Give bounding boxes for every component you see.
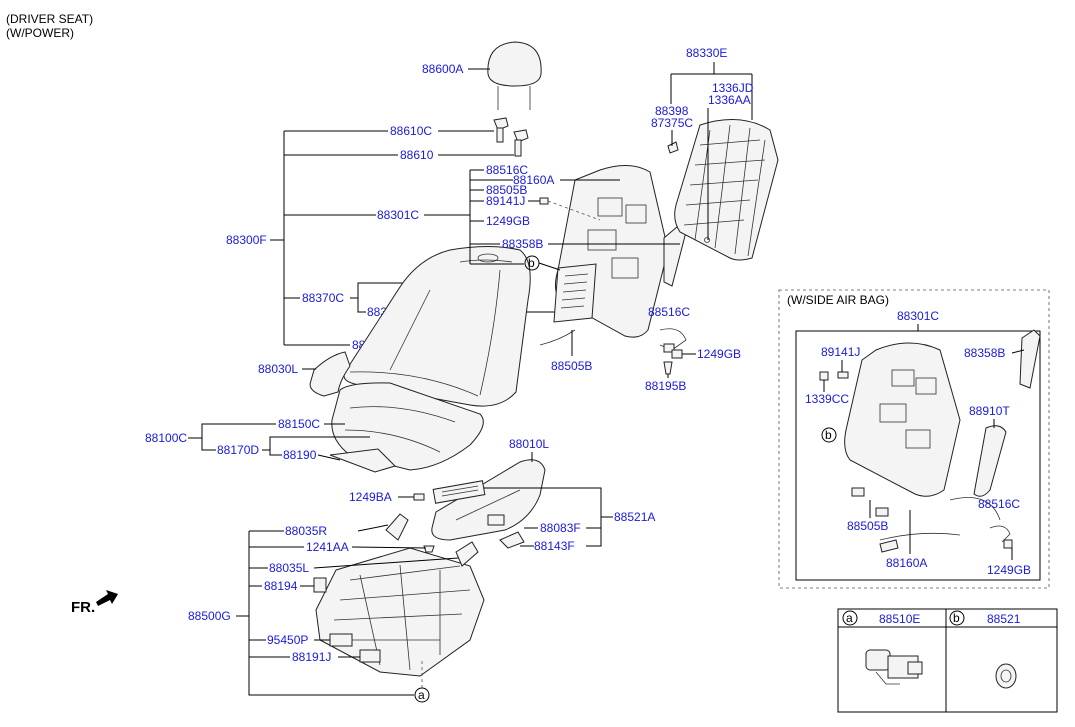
headrest-illustration xyxy=(487,41,542,110)
header-w-power: (W/POWER) xyxy=(6,26,74,40)
label-88505B-top: 88505B xyxy=(486,183,527,197)
callout-a: a xyxy=(418,688,425,702)
sab-label-89141J: 89141J xyxy=(821,345,860,359)
label-88370C: 88370C xyxy=(302,291,344,305)
clip-88521-illustration xyxy=(995,663,1017,689)
side-shield-illustration xyxy=(431,459,546,549)
back-panel-illustration xyxy=(667,119,779,261)
fr-label: FR. xyxy=(71,599,95,616)
label-88083F: 88083F xyxy=(540,521,581,535)
label-88358B-top: 88358B xyxy=(502,237,543,251)
label-1336AA: 1336AA xyxy=(708,93,751,107)
motor-88510E-illustration xyxy=(865,649,923,685)
label-88610C: 88610C xyxy=(390,124,432,138)
legend-key-a: a xyxy=(846,611,853,625)
label-88160A-top: 88160A xyxy=(513,173,554,187)
sab-label-1249GB: 1249GB xyxy=(987,563,1031,577)
label-88150C: 88150C xyxy=(278,417,320,431)
label-88191J: 88191J xyxy=(292,650,331,664)
label-88030L: 88030L xyxy=(258,362,298,376)
label-88330E: 88330E xyxy=(686,46,727,60)
label-88194: 88194 xyxy=(264,579,298,593)
sab-label-88516C: 88516C xyxy=(978,497,1020,511)
label-88100C: 88100C xyxy=(145,431,187,445)
label-88398: 88398 xyxy=(655,104,689,118)
label-88600A: 88600A xyxy=(422,62,463,76)
label-88035R: 88035R xyxy=(285,524,327,538)
legend-part-88510E: 88510E xyxy=(879,612,920,626)
label-88010L: 88010L xyxy=(509,437,549,451)
label-88301C: 88301C xyxy=(377,208,419,222)
label-88190: 88190 xyxy=(283,448,317,462)
label-88505B-mid: 88505B xyxy=(551,359,592,373)
label-88143F: 88143F xyxy=(534,539,575,553)
label-1249GB-mid: 1249GB xyxy=(697,347,741,361)
legend-table: a 88510E b 88521 xyxy=(837,608,1058,713)
label-88610: 88610 xyxy=(400,148,434,162)
label-88170D: 88170D xyxy=(217,443,259,457)
sab-label-88301C: 88301C xyxy=(897,309,939,323)
legend-key-b: b xyxy=(953,611,960,625)
fr-arrow-icon xyxy=(96,590,118,606)
sab-callout-b: b xyxy=(825,428,832,442)
diagram-header: (DRIVER SEAT) (W/POWER) xyxy=(6,12,93,40)
label-88500G: 88500G xyxy=(188,609,231,623)
seat-back-cover-illustration xyxy=(343,246,531,407)
label-1249BA: 1249BA xyxy=(349,490,392,504)
sab-label-88160A: 88160A xyxy=(886,556,927,570)
label-88516C-top: 88516C xyxy=(486,163,528,177)
label-88516C-mid: 88516C xyxy=(648,305,690,319)
sab-label-88910T: 88910T xyxy=(969,404,1010,418)
sab-label-88505B: 88505B xyxy=(847,519,888,533)
side-airbag-box xyxy=(778,289,1050,589)
header-driver-seat: (DRIVER SEAT) xyxy=(6,12,94,26)
label-88195B: 88195B xyxy=(645,379,686,393)
label-1336JD: 1336JD xyxy=(712,81,754,95)
seat-back-frame-illustration xyxy=(553,165,687,338)
sab-callout-b-circle xyxy=(821,427,837,443)
sab-label-1339CC: 1339CC xyxy=(805,392,849,406)
legend-part-88521: 88521 xyxy=(987,612,1021,626)
label-88521A: 88521A xyxy=(614,510,655,524)
label-95450P: 95450P xyxy=(267,633,308,647)
label-89141J-top: 89141J xyxy=(486,194,525,208)
side-airbag-title: (W/SIDE AIR BAG) xyxy=(787,293,889,307)
seat-frame-illustration xyxy=(313,513,485,677)
label-1241AA: 1241AA xyxy=(306,540,349,554)
label-1249GB-top: 1249GB xyxy=(486,214,530,228)
sab-label-88358B: 88358B xyxy=(964,346,1005,360)
seat-cushion-illustration xyxy=(329,382,484,473)
sab-frame-illustration xyxy=(819,329,1041,541)
label-88035L: 88035L xyxy=(269,561,309,575)
callout-b: b xyxy=(528,256,535,270)
side-trim-88030L-illustration xyxy=(309,351,351,397)
label-88300F: 88300F xyxy=(226,233,267,247)
label-87375C: 87375C xyxy=(651,116,693,130)
headrest-guide-illustration xyxy=(493,117,529,157)
